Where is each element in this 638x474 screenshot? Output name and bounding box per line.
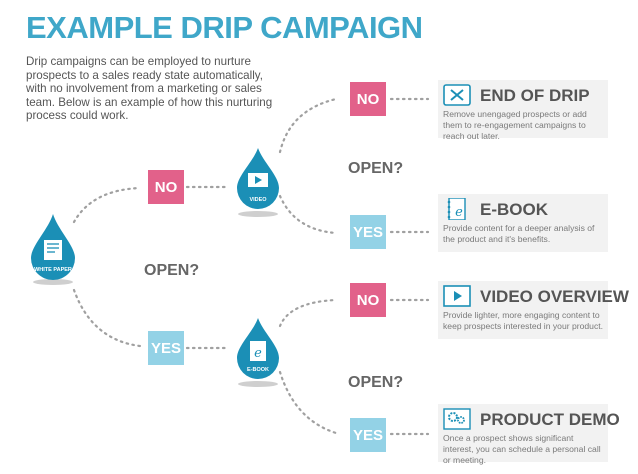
connector-video-to-no — [278, 97, 338, 154]
outcome-title: PRODUCT DEMO — [480, 410, 620, 429]
connector-start-to-yes — [72, 288, 142, 348]
demo-gears-icon — [443, 408, 471, 430]
ebook-drop-label: E-BOOK — [247, 367, 269, 373]
connector-video-to-yes — [278, 194, 338, 235]
white-paper-drop-icon — [31, 214, 75, 285]
outcome-card-video-overview: VIDEO OVERVIEW Provide lighter, more eng… — [438, 281, 629, 339]
outcome-description: Remove unengaged prospects or add them t… — [443, 109, 587, 141]
drop-white-paper: WHITE PAPER — [28, 212, 78, 286]
email-x-icon — [443, 84, 471, 106]
ebook-icon: e — [447, 198, 466, 220]
intro-text: Drip campaigns can be employed to nurtur… — [26, 55, 273, 122]
drop-video: VIDEO — [233, 146, 283, 220]
question-open-2: OPEN? — [348, 160, 404, 177]
badge-yes-ebook: YES — [350, 418, 386, 452]
svg-text:e: e — [455, 205, 463, 220]
outcome-description: Provide lighter, more engaging content t… — [443, 310, 604, 331]
badge-no-level1: NO — [148, 170, 184, 204]
outcome-card-ebook: e E-BOOK Provide content for a deeper an… — [438, 194, 608, 252]
page-title: EXAMPLE DRIP CAMPAIGN — [26, 10, 423, 45]
video-drop-icon — [237, 148, 279, 217]
outcome-description: Once a prospect shows significant intere… — [443, 433, 601, 465]
question-open-3: OPEN? — [348, 374, 404, 391]
question-open-1: OPEN? — [144, 262, 200, 279]
video-drop-label: VIDEO — [249, 197, 267, 203]
video-play-icon — [443, 285, 471, 307]
outcome-title: VIDEO OVERVIEW — [480, 287, 629, 306]
drop-ebook: e E-BOOK — [233, 316, 283, 390]
connector-ebook-to-yes — [278, 370, 338, 435]
connector-start-to-no — [72, 186, 142, 224]
svg-text:e: e — [254, 346, 262, 361]
badge-yes-level1: YES — [148, 331, 184, 365]
white-paper-label: WHITE PAPER — [34, 267, 72, 273]
ebook-drop-icon: e — [237, 318, 279, 387]
outcome-card-end-of-drip: END OF DRIP Remove unengaged prospects o… — [438, 80, 608, 141]
badge-yes-video: YES — [350, 215, 386, 249]
badge-no-ebook: NO — [350, 283, 386, 317]
outcome-card-product-demo: PRODUCT DEMO Once a prospect shows signi… — [438, 404, 620, 465]
badge-no-video: NO — [350, 82, 386, 116]
outcome-title: END OF DRIP — [480, 86, 590, 105]
outcome-title: E-BOOK — [480, 200, 548, 219]
connector-ebook-to-no — [278, 298, 338, 328]
outcome-description: Provide content for a deeper analysis of… — [443, 223, 595, 244]
